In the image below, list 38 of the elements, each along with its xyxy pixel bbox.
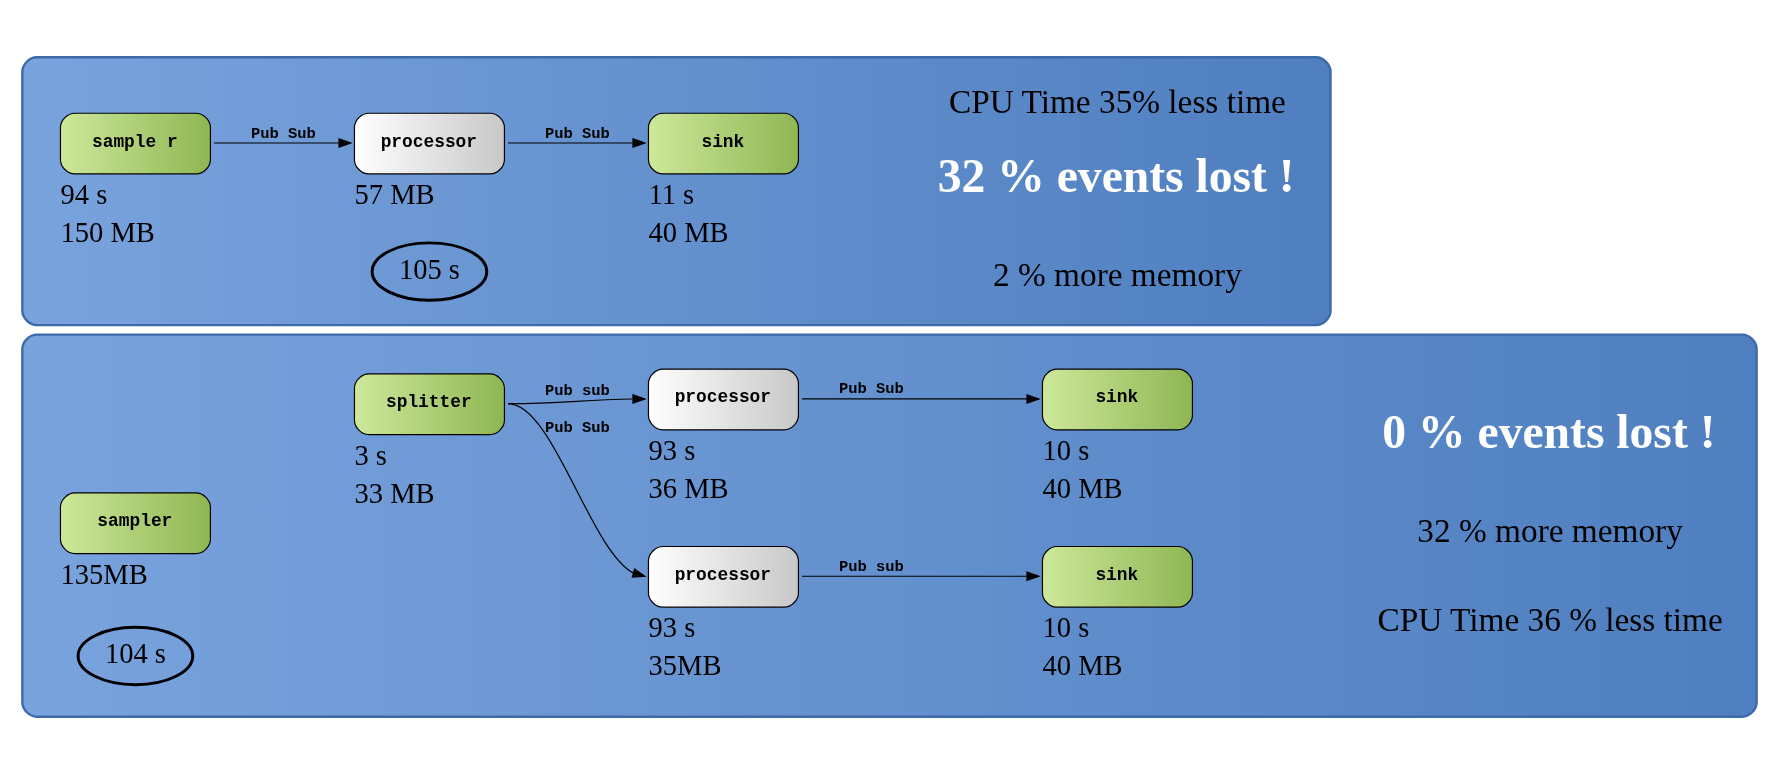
cluster <box>21 56 1332 327</box>
arrow <box>213 138 353 148</box>
arrow <box>507 393 647 405</box>
node-label: 40 MB <box>648 217 729 249</box>
edge-label: Pub sub <box>838 557 904 576</box>
edge-label: Pub sub <box>544 381 610 400</box>
label: 32 % events lost ! <box>937 149 1295 202</box>
node-label: 10 s <box>1042 612 1090 644</box>
node-label: 33 MB <box>354 477 435 509</box>
node-ellipse: 105 s <box>370 241 489 302</box>
node-ellipse: 104 s <box>76 625 195 687</box>
cluster <box>21 333 1758 718</box>
label: 32 % more memory <box>1417 511 1683 549</box>
arrow <box>507 403 647 578</box>
node-label: 40 MB <box>1042 650 1123 682</box>
label: 2 % more memory <box>993 255 1242 293</box>
label: CPU Time 35% less time <box>949 83 1286 121</box>
label: 0 % events lost ! <box>1382 405 1716 458</box>
node-label: 35MB <box>648 650 722 682</box>
arrow <box>801 571 1041 582</box>
edge-label: Pub Sub <box>250 124 316 143</box>
node-label: 135MB <box>60 558 148 590</box>
node-label: 93 s <box>648 434 696 466</box>
arrow <box>801 393 1041 404</box>
node-label: 93 s <box>648 612 696 644</box>
edge-label: Pub Sub <box>544 124 610 143</box>
label: CPU Time 36 % less time <box>1377 600 1723 638</box>
node-label: 57 MB <box>354 178 435 210</box>
edge-label: Pub Sub <box>544 418 610 437</box>
node-label: 3 s <box>354 439 387 471</box>
edge-label: Pub Sub <box>838 380 904 399</box>
arrow <box>507 138 647 148</box>
node-label: 10 s <box>1042 434 1090 466</box>
node-label: 11 s <box>648 178 695 210</box>
node-label: 150 MB <box>60 217 155 249</box>
node-label: 36 MB <box>648 472 729 504</box>
node-label: 94 s <box>60 178 108 210</box>
node-label: 40 MB <box>1042 472 1123 504</box>
